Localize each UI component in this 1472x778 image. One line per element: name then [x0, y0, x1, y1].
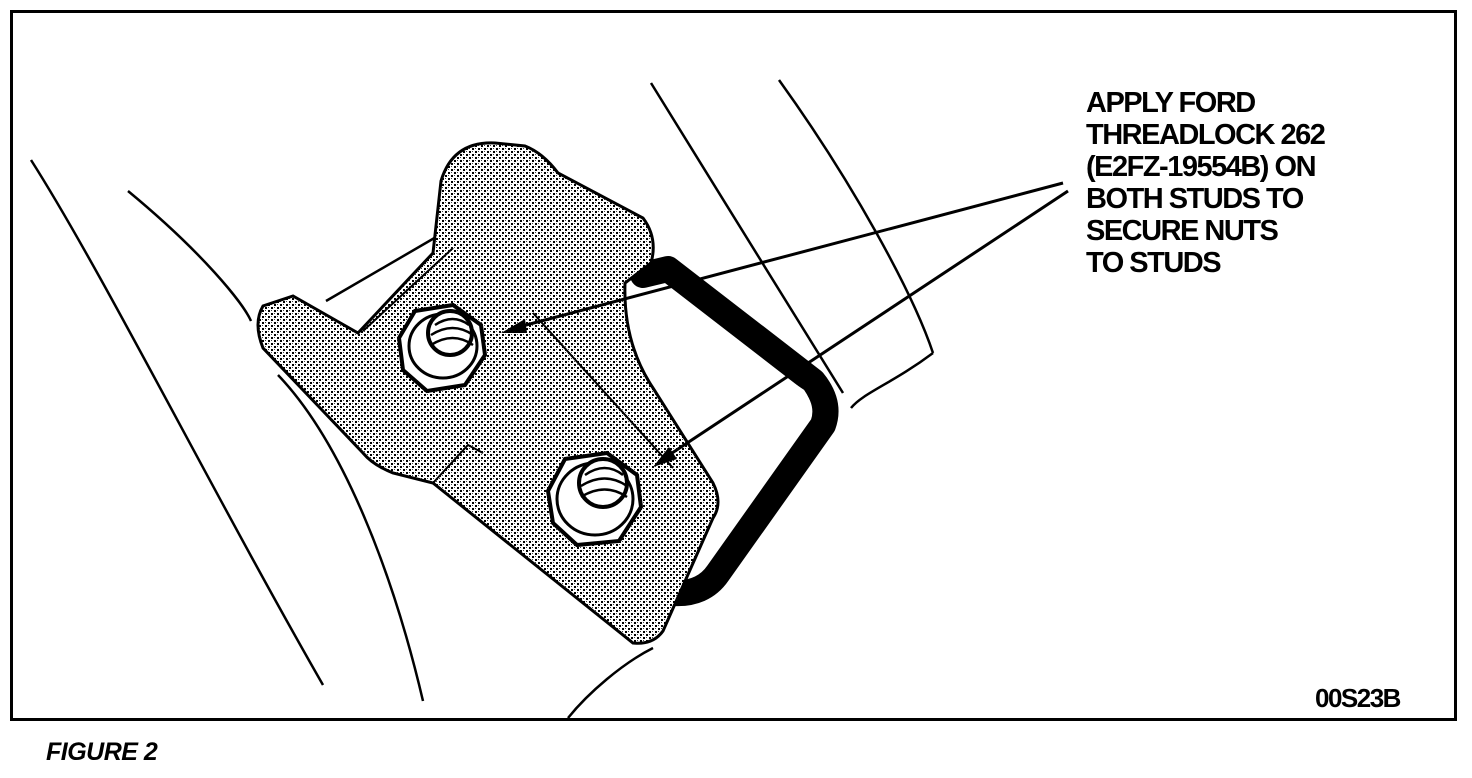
arrowhead-upper-nut: [501, 319, 527, 333]
callout-line-5: SECURE NUTS: [1086, 215, 1279, 247]
threadlock-callout: APPLY FORD THREADLOCK 262 (E2FZ-19554B) …: [1086, 87, 1326, 279]
callout-line-2: THREADLOCK 262: [1086, 119, 1326, 151]
callout-line-1: APPLY FORD: [1086, 87, 1256, 119]
figure-caption: FIGURE 2: [46, 738, 158, 766]
callout-line-4: BOTH STUDS TO: [1086, 183, 1304, 215]
callout-line-6: TO STUDS: [1086, 247, 1222, 279]
plate-edge-lines: [362, 247, 674, 484]
leader-arrows: [510, 181, 1069, 461]
figure-frame: APPLY FORD THREADLOCK 262 (E2FZ-19554B) …: [10, 10, 1457, 721]
bracket-plate: [256, 141, 720, 645]
lower-nut: [545, 450, 644, 548]
bracket-diagram: [29, 79, 1069, 718]
upper-nut: [396, 302, 488, 394]
part-code-label: 00S23B: [1315, 683, 1401, 713]
arrowhead-lower-nut: [653, 447, 677, 467]
callout-line-3: (E2FZ-19554B) ON: [1086, 151, 1317, 183]
